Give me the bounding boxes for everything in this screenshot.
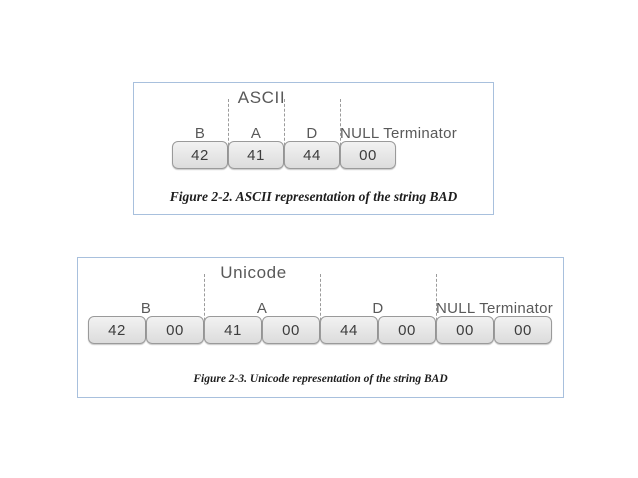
character-label: NULL Terminator — [436, 300, 554, 317]
byte-box: 41 — [228, 141, 284, 169]
group-separator-line — [340, 99, 341, 165]
byte-box: 00 — [262, 316, 320, 344]
group-separator-line — [436, 274, 437, 340]
byte-box: 00 — [340, 141, 396, 169]
character-label: NULL Terminator — [340, 125, 458, 142]
byte-box: 44 — [320, 316, 378, 344]
character-label: D — [372, 300, 384, 317]
byte-box: 42 — [172, 141, 228, 169]
character-label: B — [140, 300, 152, 317]
group-separator-line — [284, 99, 285, 165]
byte-box: 42 — [88, 316, 146, 344]
character-label: D — [306, 125, 318, 142]
character-label: A — [250, 125, 262, 142]
figure-caption-ascii: Figure 2-2. ASCII representation of the … — [169, 189, 458, 204]
encoding-title-ascii: ASCII — [237, 88, 286, 107]
figure-caption-unicode: Figure 2-3. Unicode representation of th… — [193, 373, 448, 385]
character-label-row-ascii: B A D NULL Terminator — [134, 117, 493, 141]
character-label: A — [256, 300, 268, 317]
group-separator-line — [228, 99, 229, 165]
encoding-title-unicode: Unicode — [220, 263, 287, 282]
byte-box: 41 — [204, 316, 262, 344]
group-separator-line — [204, 274, 205, 340]
group-separator-line — [320, 274, 321, 340]
byte-box: 00 — [494, 316, 552, 344]
byte-box: 00 — [378, 316, 436, 344]
byte-box: 44 — [284, 141, 340, 169]
character-label: B — [194, 125, 206, 142]
byte-box: 00 — [436, 316, 494, 344]
character-label-row-unicode: B A D NULL Terminator — [78, 292, 563, 316]
byte-box: 00 — [146, 316, 204, 344]
